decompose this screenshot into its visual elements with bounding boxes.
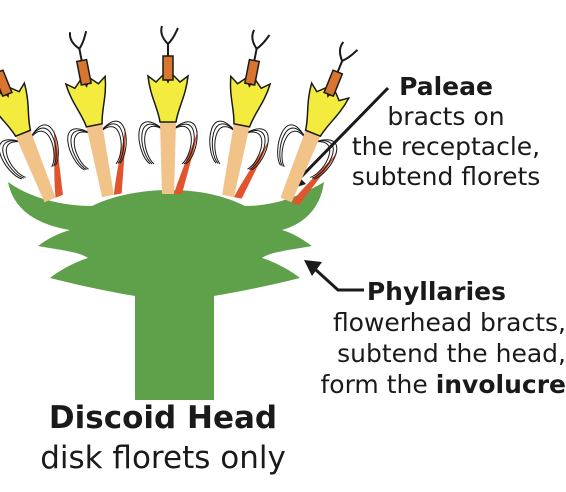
pappus-bristle — [99, 123, 125, 164]
floret-tube — [15, 130, 56, 203]
pappus-bristle — [138, 121, 165, 165]
stigma-lobe — [78, 30, 88, 50]
floret-corolla — [147, 72, 189, 123]
disk-florets — [0, 25, 359, 206]
pappus-bristle — [29, 130, 55, 168]
disk-floret — [64, 30, 127, 198]
stigma-lobe — [68, 32, 80, 50]
pappus-bristle — [209, 120, 237, 164]
paleae-desc-line-3: subtend florets — [351, 162, 541, 191]
pappus-bristle — [171, 121, 198, 165]
pappus-bristle — [67, 128, 93, 171]
phyllaries-arrowhead — [304, 260, 322, 276]
stigma-lobe — [160, 25, 169, 45]
receptacle — [8, 182, 324, 400]
style — [336, 60, 344, 73]
pappus-bristle — [0, 139, 23, 180]
pappus-bristle — [279, 127, 307, 167]
disk-floret — [0, 42, 59, 203]
stigma-lobe — [167, 27, 179, 45]
phyllaries-desc-line-2: subtend the head, — [337, 339, 566, 368]
disk-floret — [209, 29, 272, 198]
disk-floret — [138, 25, 198, 194]
stigma-lobe — [251, 29, 258, 50]
pappus-bristle — [310, 141, 331, 178]
head-label-block: Discoid Head disk florets only — [18, 398, 308, 478]
palea-blade — [233, 138, 270, 199]
paleae-desc-line-1: bracts on — [387, 102, 505, 131]
pappus-bristle — [281, 130, 307, 168]
pappus-bristle — [70, 130, 93, 171]
floret-tube — [280, 130, 321, 203]
floret-tube — [160, 122, 176, 194]
pappus-bristle — [243, 128, 269, 171]
phyllaries-desc-line-3: form the involucre — [306, 369, 566, 400]
phyllaries-title: Phyllaries — [366, 277, 506, 306]
paleae-title: Paleae — [399, 72, 493, 101]
stigma-lobe — [341, 49, 359, 62]
phyllaries-arrow — [314, 268, 364, 292]
pappus-bristle — [144, 125, 165, 165]
pappus-bristle — [311, 140, 334, 179]
pappus-bristle — [171, 125, 192, 165]
anther-tube — [162, 55, 174, 81]
pappus-bristle — [29, 124, 59, 166]
pappus-bristle — [171, 123, 195, 165]
pappus-bristle — [277, 124, 307, 166]
pappus-bristle — [2, 140, 25, 179]
pappus-bristle — [99, 126, 122, 165]
disk-floret — [277, 41, 359, 203]
floret-tube — [86, 123, 114, 198]
floret-tube — [222, 123, 250, 198]
pappus-bristle — [243, 130, 266, 171]
pappus-bristle — [29, 127, 57, 167]
paleae-label-block: Paleae bracts on the receptacle, subtend… — [336, 72, 556, 192]
pappus-bristle — [5, 141, 26, 178]
stigma-lobe — [0, 42, 3, 61]
phyllaries-desc-prefix: form the — [320, 370, 436, 399]
pappus-bristle — [99, 120, 127, 164]
pappus-bristle — [141, 123, 165, 165]
head-subtitle: disk florets only — [40, 440, 286, 476]
head-title: Discoid Head — [48, 400, 278, 436]
style — [253, 48, 258, 61]
pappus-bristle — [211, 123, 237, 164]
pappus-bristle — [243, 131, 263, 170]
palea — [233, 138, 270, 199]
pappus-bristle — [313, 139, 338, 180]
stigma-lobe — [256, 34, 271, 50]
pappus-bristle — [214, 126, 237, 165]
stigma-lobe — [338, 41, 345, 62]
anther-tube — [0, 69, 13, 98]
pappus-bristle — [73, 131, 93, 170]
style — [78, 48, 83, 61]
anther-tube — [243, 58, 261, 86]
phyllaries-label-block: Phyllaries flowerhead bracts, subtend th… — [306, 276, 566, 400]
phyllaries-desc-line-1: flowerhead bracts, — [332, 308, 566, 337]
paleae-arrow — [298, 86, 390, 180]
palea-blade — [53, 129, 63, 198]
palea — [53, 129, 63, 198]
paleae-desc-line-2: the receptacle, — [351, 132, 541, 161]
involucre-term: involucre — [435, 370, 566, 399]
